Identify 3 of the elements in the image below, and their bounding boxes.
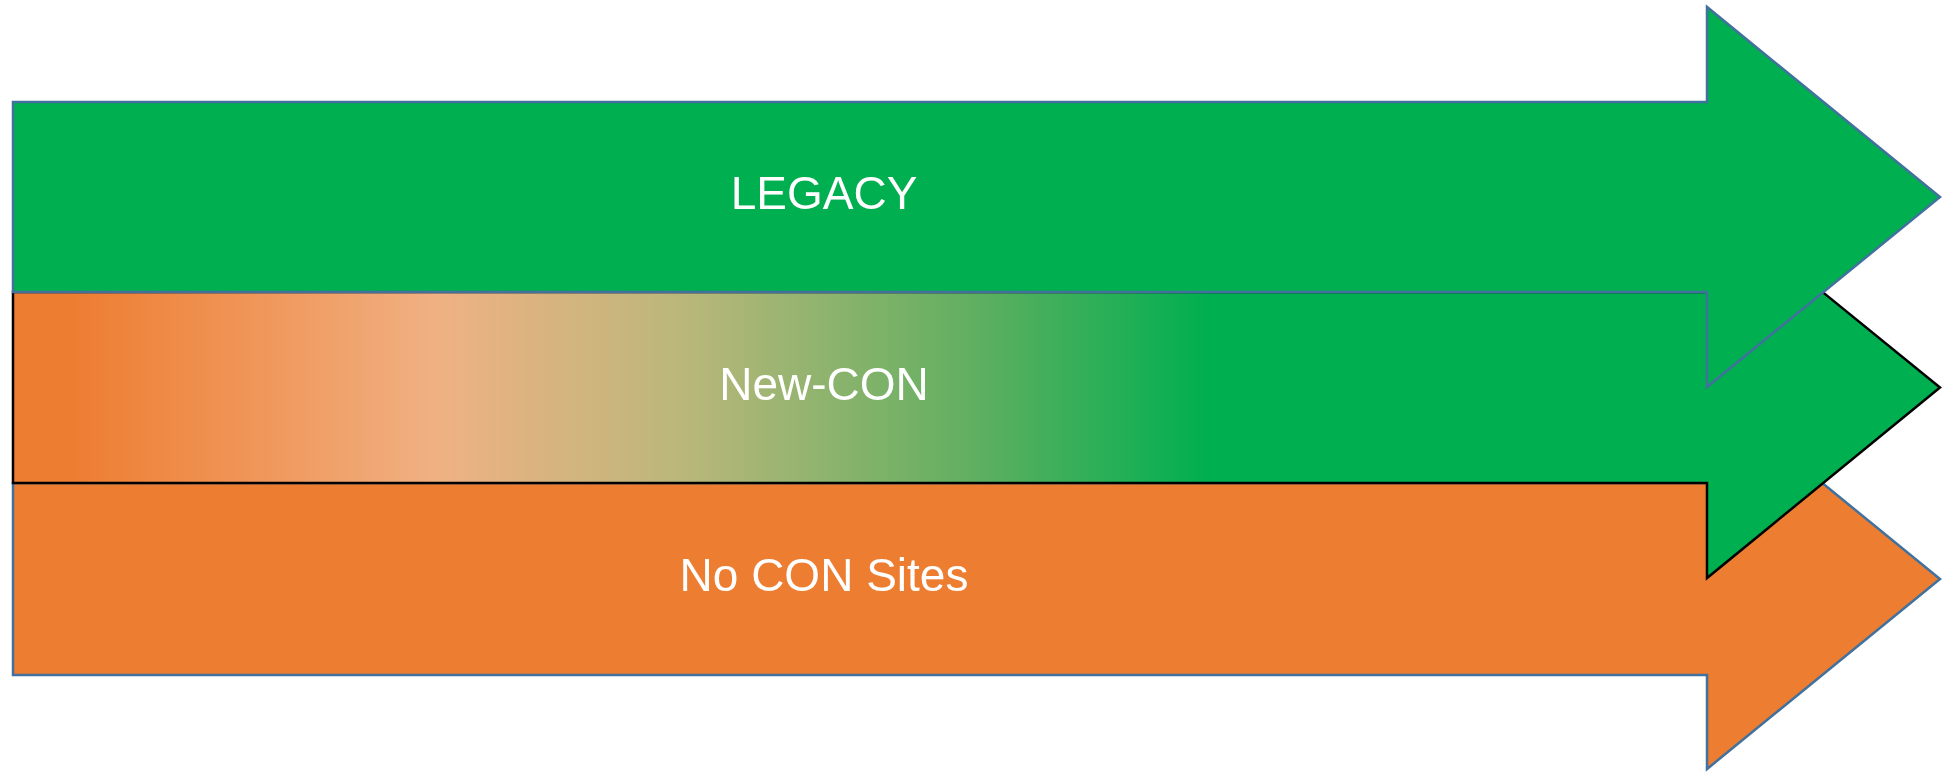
band-label: No CON Sites [679, 548, 969, 602]
band-label: LEGACY [730, 166, 918, 220]
band-label: New-CON [719, 356, 929, 411]
